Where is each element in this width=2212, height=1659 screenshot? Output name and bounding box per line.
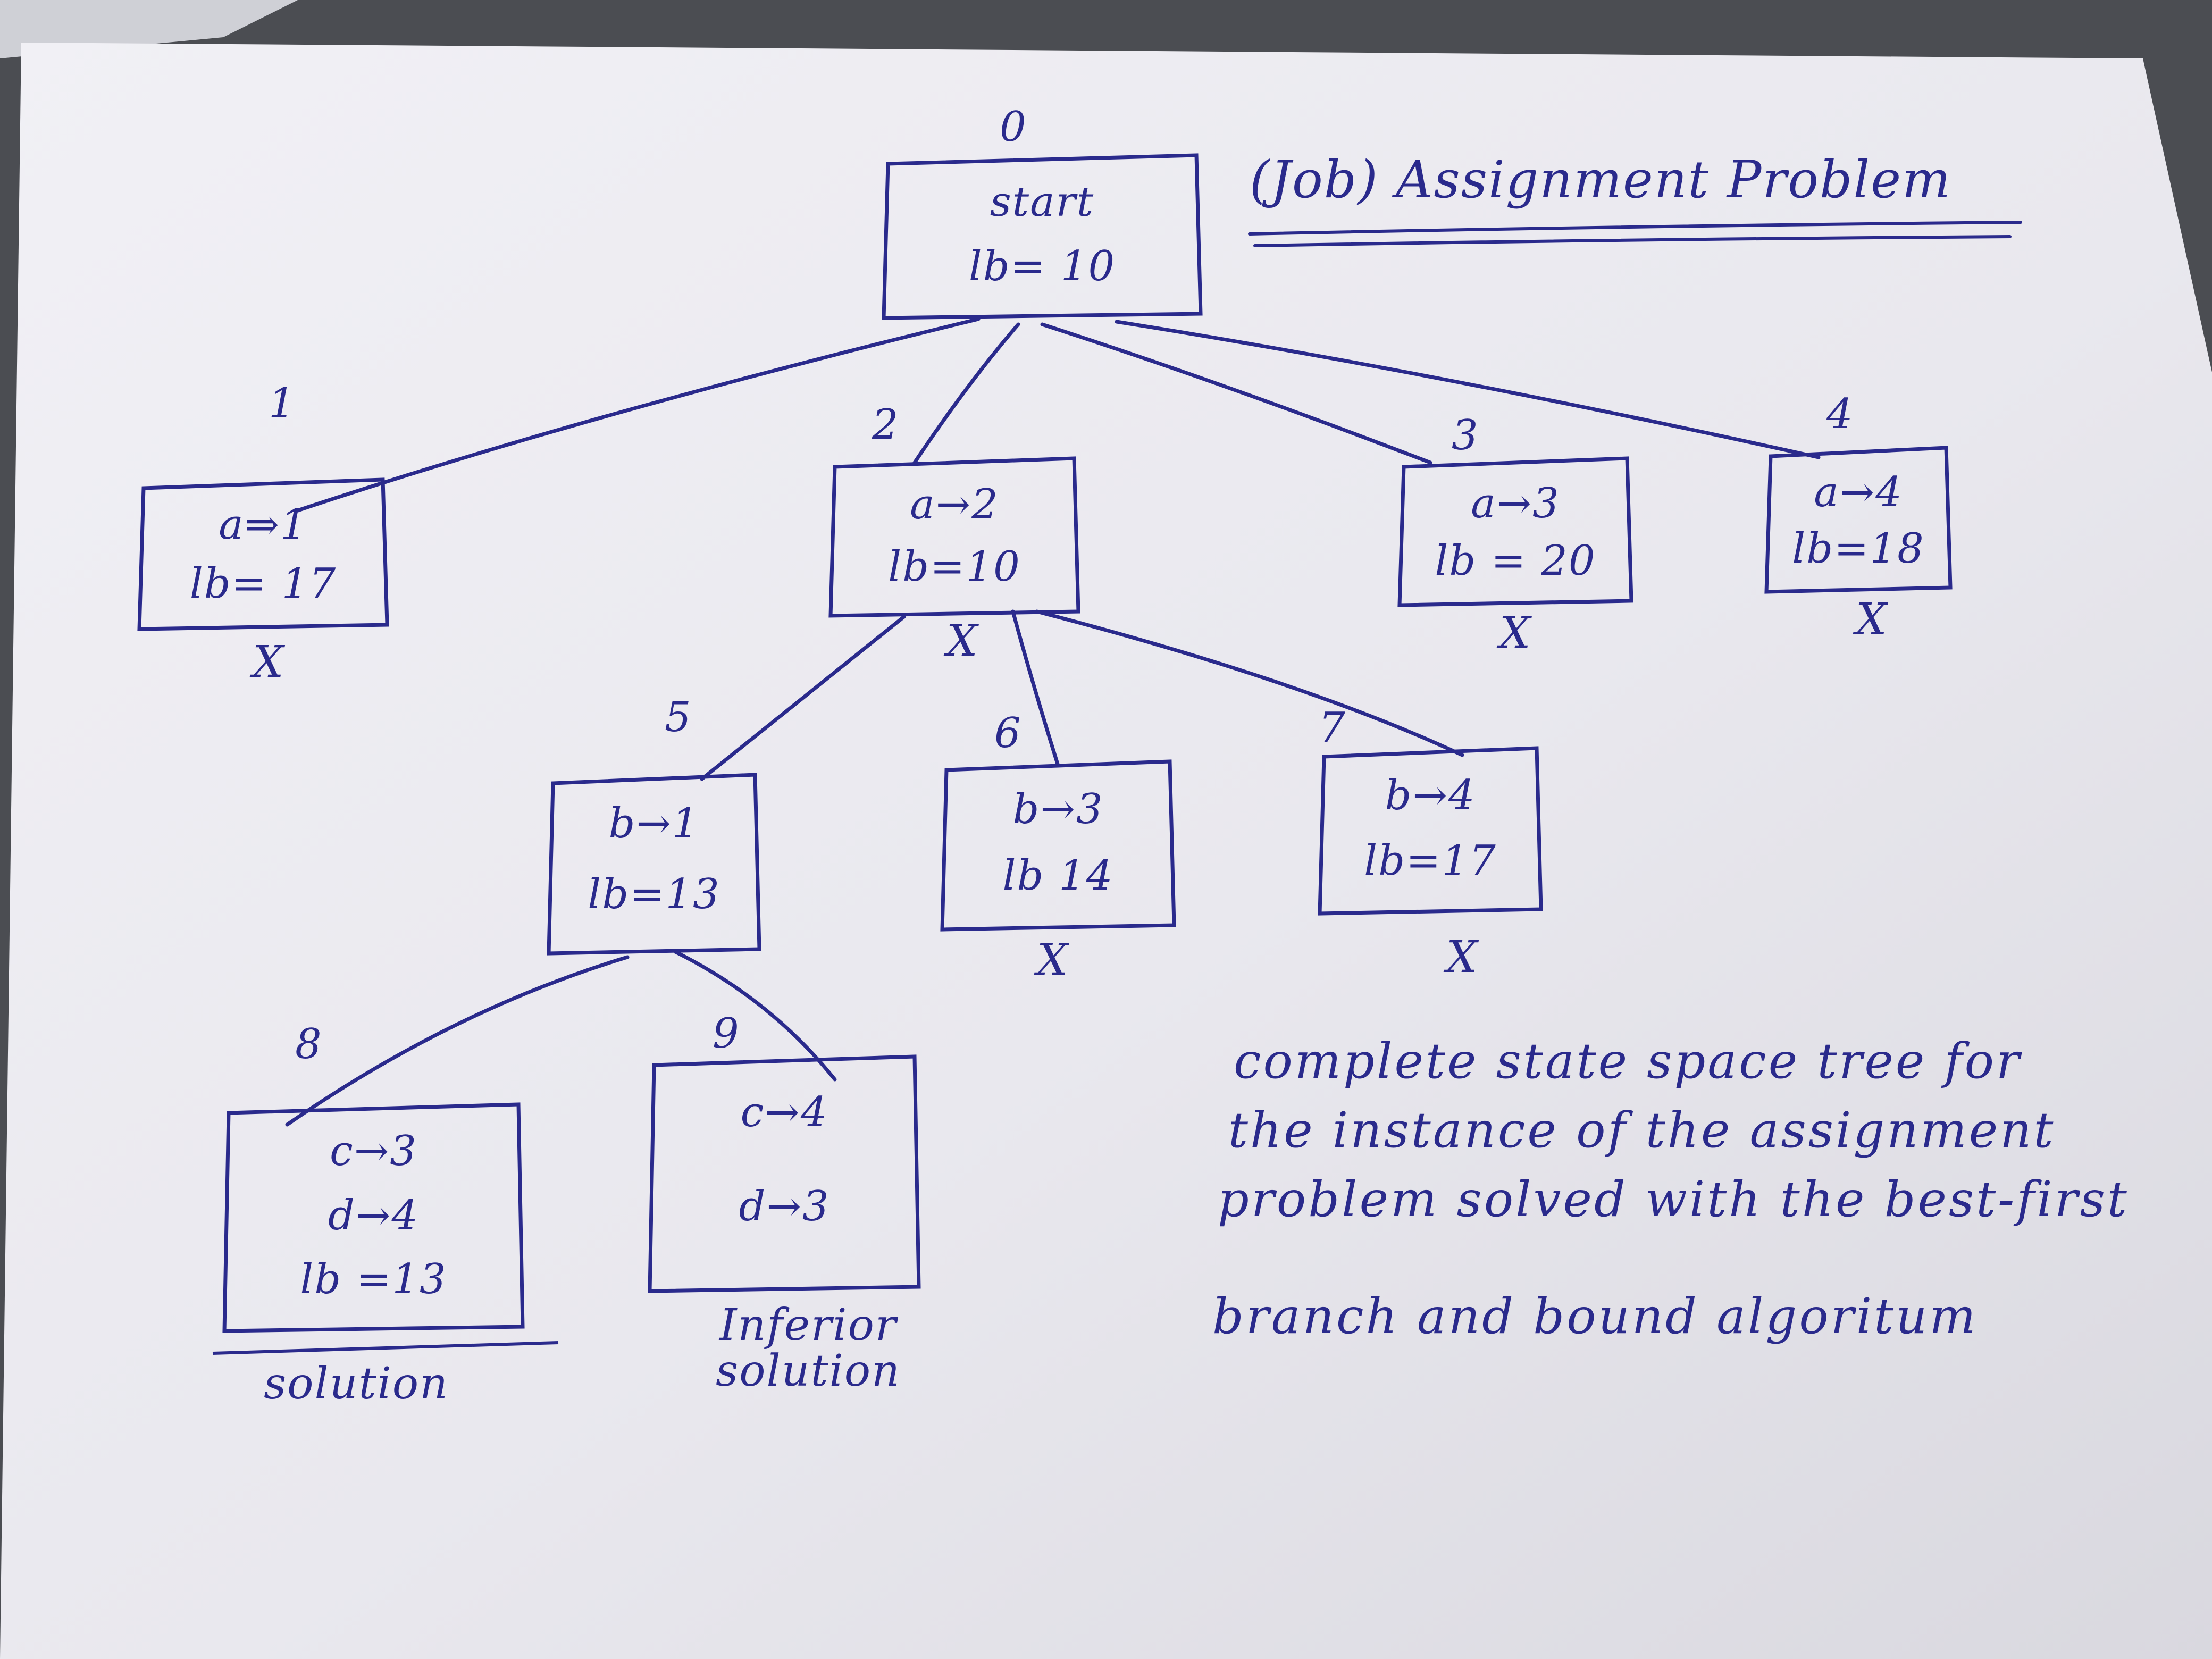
node-label-line: lb =13 [300,1255,447,1304]
node-number: 7 [1319,704,1346,752]
title-underline [1248,221,2022,247]
node-label-line: start [990,178,1095,227]
node-label-line: lb=13 [588,870,720,919]
node-label-line: d→3 [739,1183,830,1231]
node-number: 3 [1452,412,1479,459]
node-label-line: lb=18 [1792,525,1925,573]
diagram-title: (Job) Assignment Problem [1250,150,1952,210]
node-label-line: lb=10 [888,542,1021,591]
node-box-1 [137,477,389,631]
pruned-mark: X [253,637,285,688]
node-number: 8 [295,1020,323,1068]
pruned-mark: X [1499,608,1532,658]
node-label-line: b→1 [608,800,700,848]
node-number: 9 [713,1010,740,1058]
node-label-line: a→2 [910,481,999,529]
node-label-line: lb 14 [1002,851,1114,900]
node-label-line: lb=17 [1364,836,1497,885]
edge-0-3 [1040,322,1432,465]
node-note: solution [264,1359,449,1409]
node-label-line: a→3 [1471,479,1560,527]
node-box-3 [1397,456,1633,607]
edge-5-8 [285,955,630,1127]
node-box-5 [547,773,761,956]
node-box-7 [1318,746,1543,916]
node-box-0 [882,153,1203,320]
node-label-line: a→4 [1814,468,1903,516]
edge-0-1 [296,317,981,513]
pruned-mark: X [1037,935,1069,985]
pruned-mark: X [1446,932,1479,983]
node-number: 0 [1000,103,1027,151]
node-label-line: c→4 [740,1088,828,1137]
node-label-line: c→3 [330,1127,417,1176]
node-label-line: d→4 [328,1191,419,1239]
pruned-mark: X [1856,594,1888,645]
edge-2-7 [1035,609,1464,757]
node-label-line: b→3 [1012,785,1104,833]
caption-line: the instance of the assignment [1228,1102,2056,1159]
node-boxes [137,153,1953,1333]
edge-0-2 [912,322,1020,465]
node-number: 5 [665,693,692,741]
paper-sheet [0,43,2212,1659]
node-box-8 [222,1102,525,1333]
node-note: Inferior solution [716,1300,901,1397]
node-number: 1 [269,380,296,428]
node-number: 2 [872,401,900,449]
node-label-line: lb = 20 [1435,537,1596,585]
node-box-2 [828,456,1080,618]
node-number: 6 [994,709,1022,757]
solution-underline [212,1341,559,1355]
node-label-line: lb= 17 [189,559,337,608]
node-box-9 [648,1054,921,1293]
node-label-line: b→4 [1385,771,1476,819]
pruned-mark: X [946,616,979,666]
edge-2-6 [1011,609,1060,768]
caption-line: branch and bound algoritum [1212,1288,1978,1345]
edge-2-5 [700,615,906,781]
node-number: 4 [1826,390,1854,438]
caption-line: problem solved with the best-first [1218,1171,2129,1228]
edge-0-4 [1115,320,1821,459]
caption-line: complete state space tree for [1234,1033,2022,1090]
node-label-line: a⇒1 [219,501,308,549]
node-box-4 [1764,446,1953,594]
tree-edges [285,317,1821,1127]
node-label-line: lb= 10 [968,242,1116,291]
node-box-6 [940,759,1176,932]
